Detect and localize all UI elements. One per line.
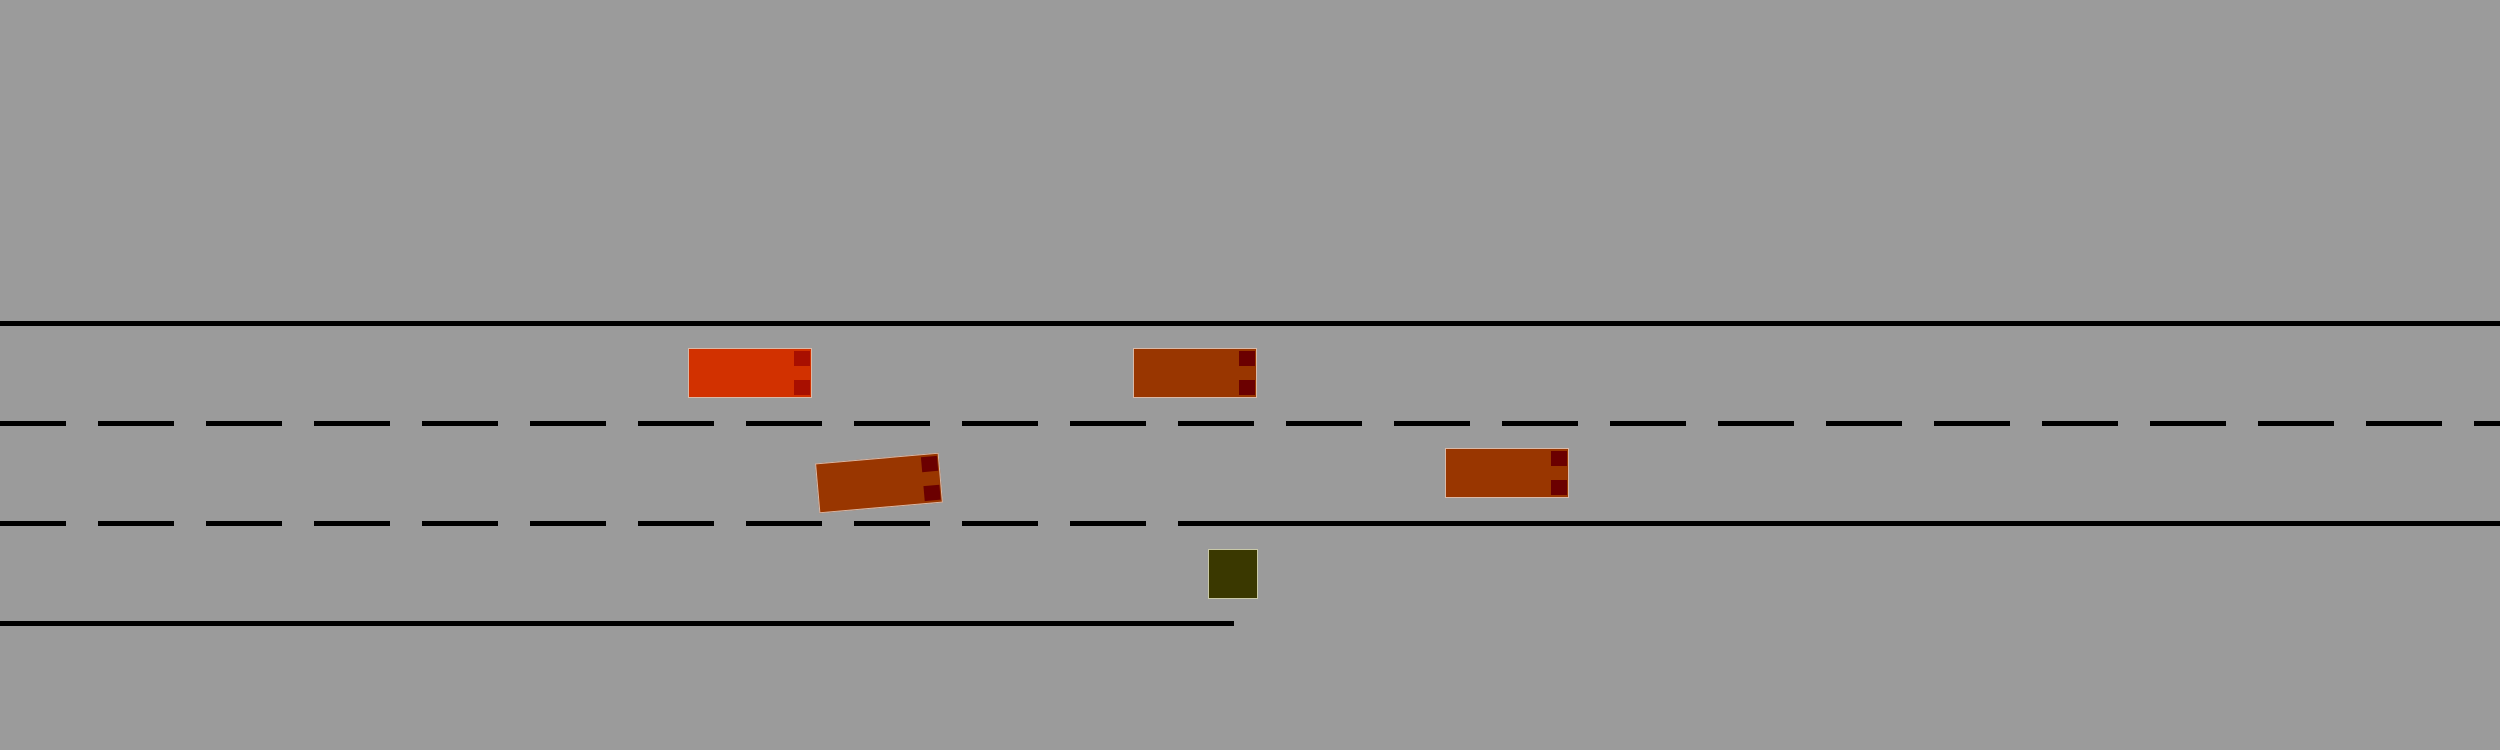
lane-divider-dashed-1: [0, 421, 2500, 426]
other-vehicle-headlight: [1551, 451, 1567, 466]
other-vehicle-headlight: [1239, 351, 1255, 366]
lane-divider-dashed-2: [0, 521, 1190, 526]
ego-vehicle-headlight: [794, 351, 810, 366]
other-vehicle-headlight: [1551, 480, 1567, 495]
merge-lane-obstacle: [1208, 549, 1258, 599]
other-vehicle-headlight: [920, 455, 939, 473]
road-top-edge-line: [0, 321, 2500, 326]
merge-lane-bottom-edge-line: [0, 621, 1234, 626]
ego-vehicle: [688, 348, 812, 398]
lane-divider-merge-solid: [1182, 521, 2500, 526]
other-vehicle: [815, 452, 943, 514]
ego-vehicle-headlight: [794, 380, 810, 395]
other-vehicle: [1133, 348, 1257, 398]
other-vehicle-headlight: [1239, 380, 1255, 395]
other-vehicle: [1445, 448, 1569, 498]
other-vehicle-headlight: [923, 484, 941, 502]
